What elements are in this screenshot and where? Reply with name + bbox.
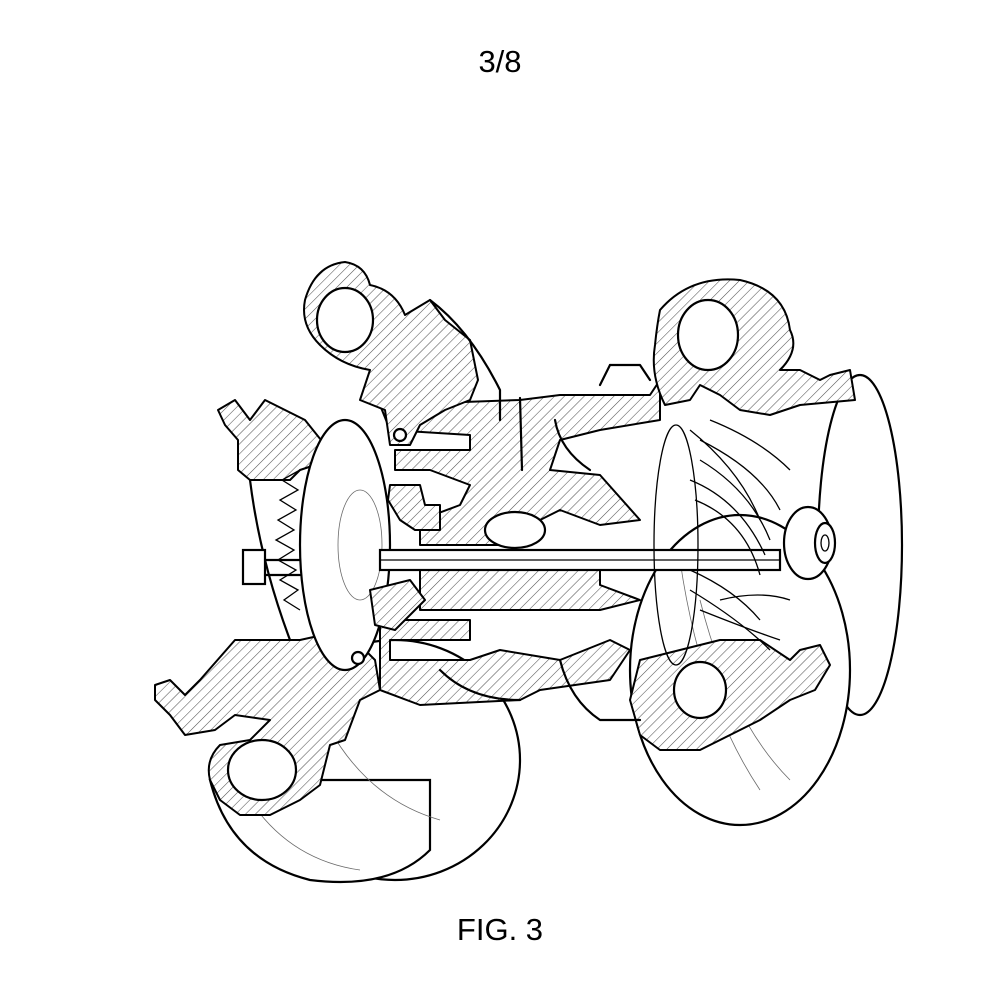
seal-ring-lower	[352, 652, 364, 664]
figure-caption: FIG. 3	[0, 912, 1000, 948]
turbine-shaft	[380, 550, 780, 570]
seal-ring-upper	[394, 429, 406, 441]
turbine-housing-disc	[630, 375, 902, 825]
